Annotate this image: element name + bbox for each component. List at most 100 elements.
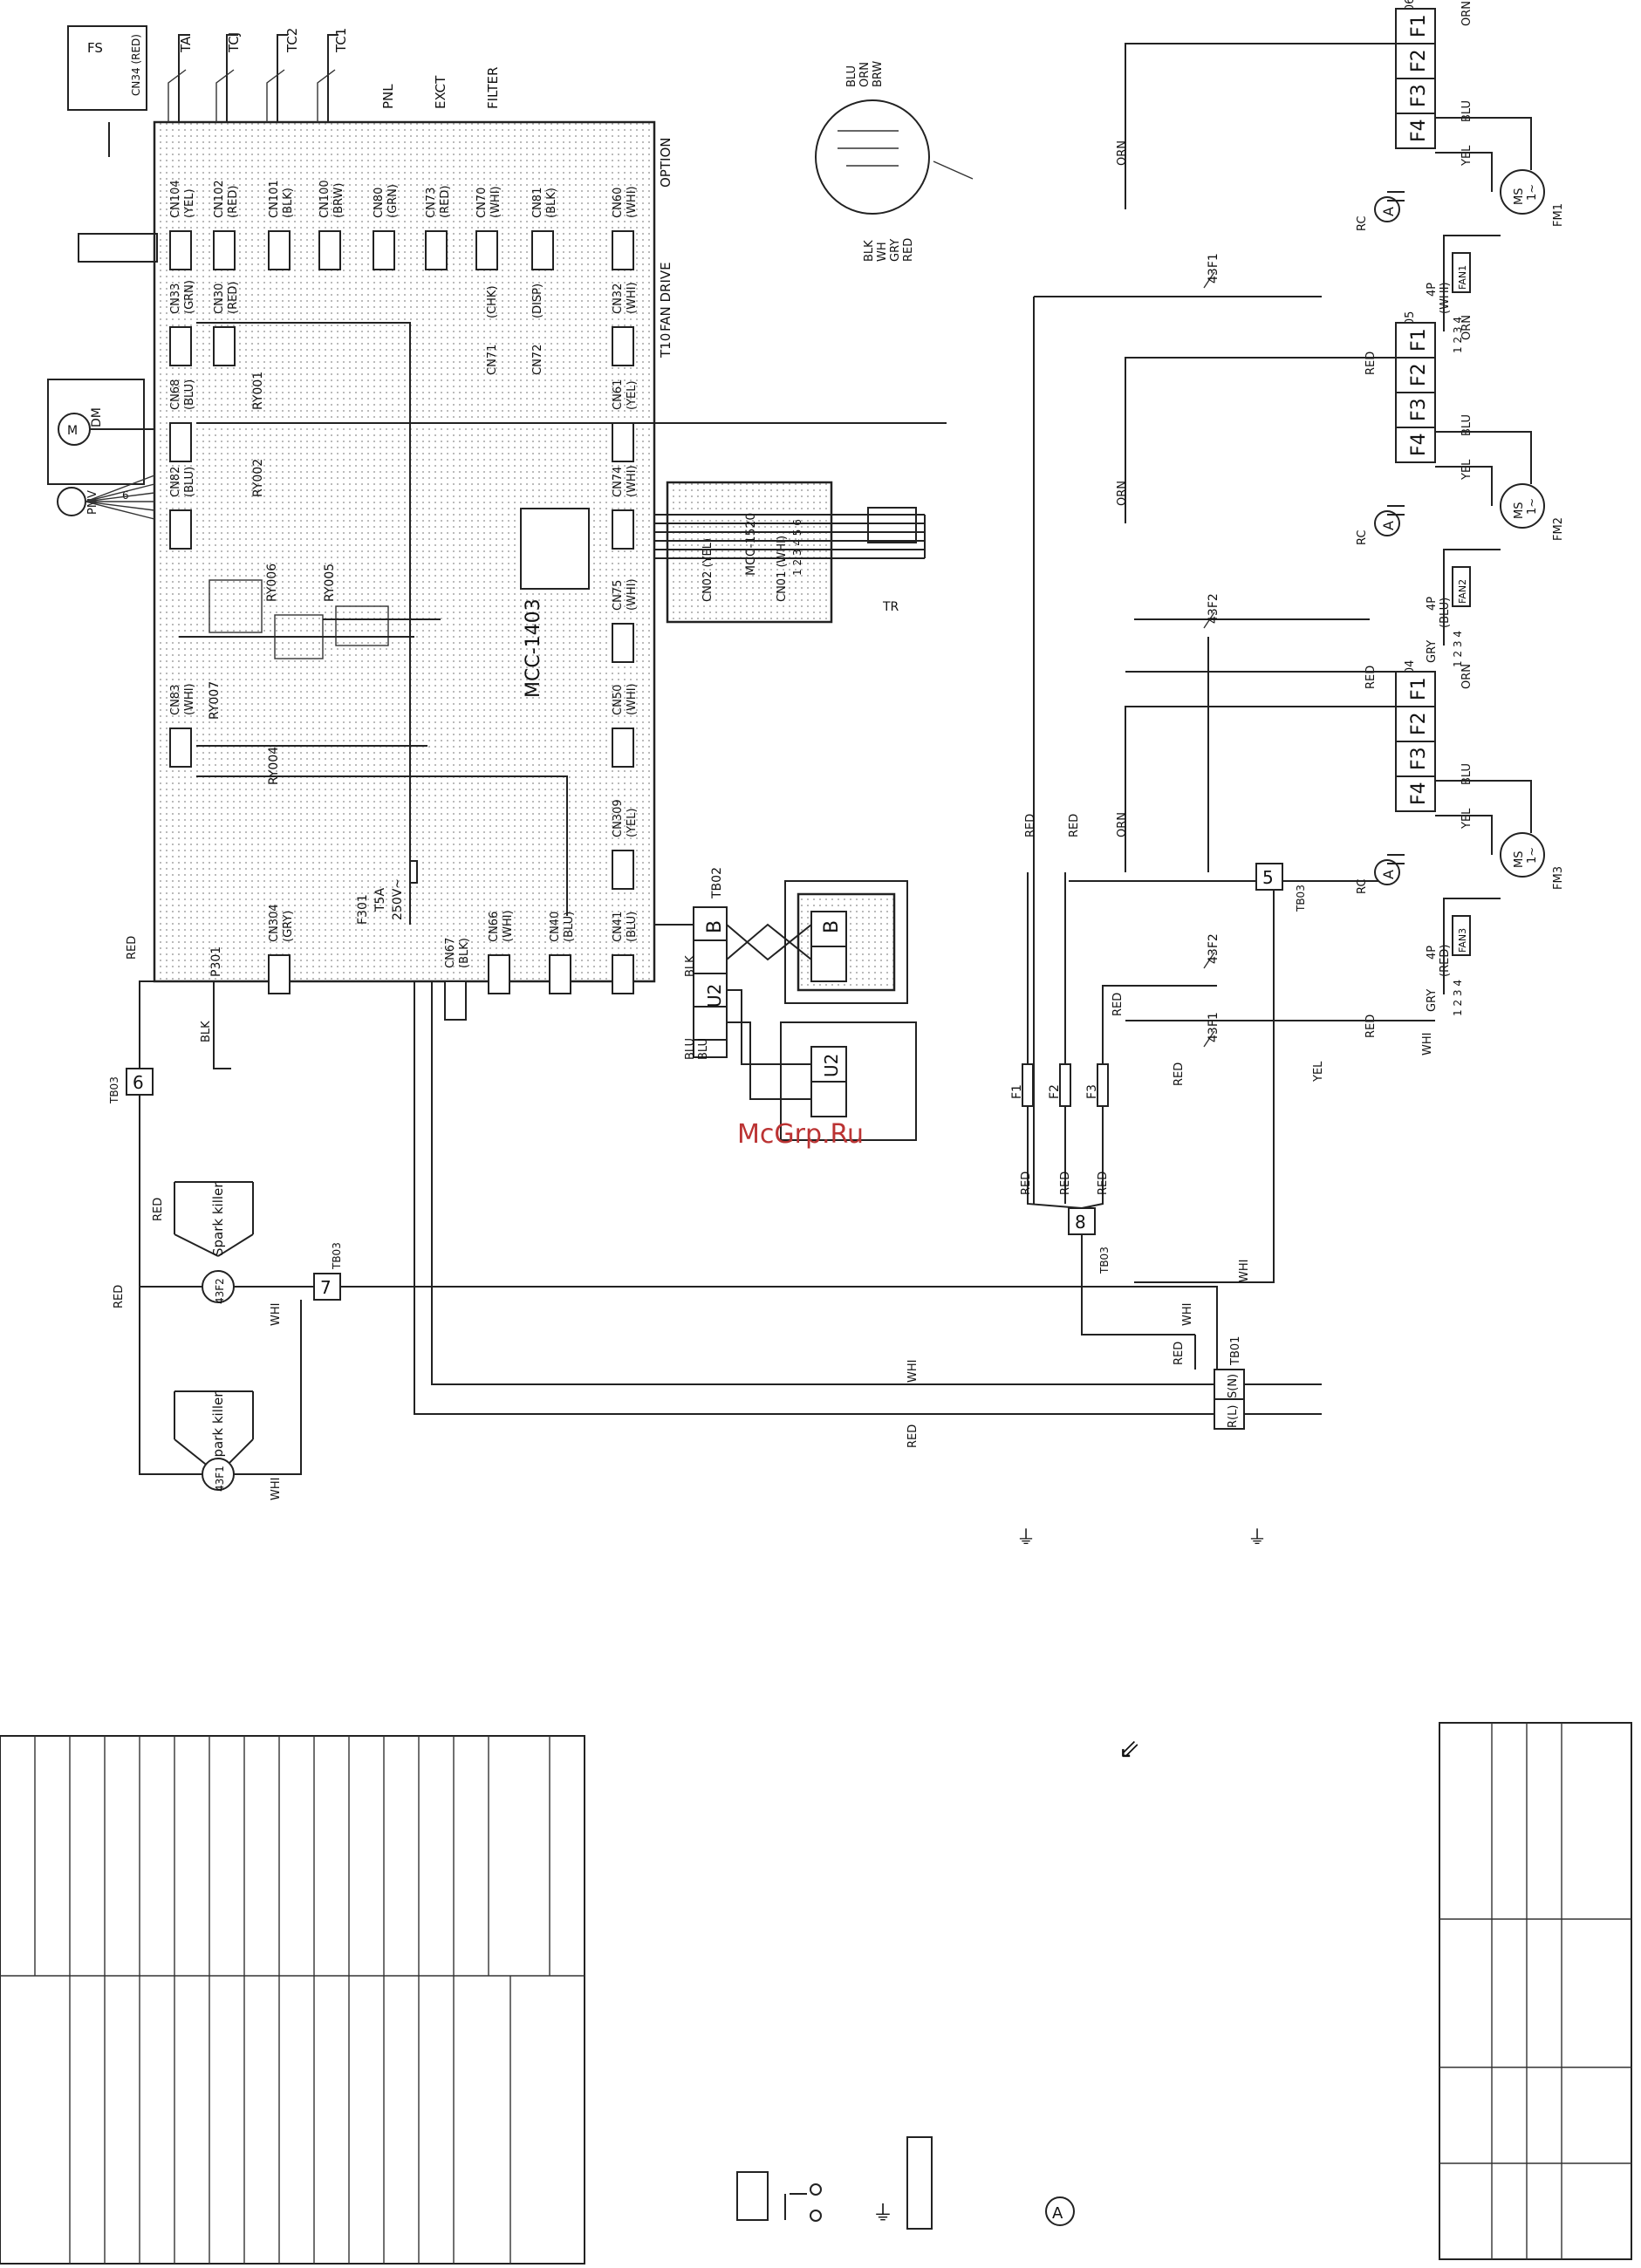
wire-label-red-13: RED bbox=[1059, 1172, 1072, 1195]
connector-cn60-pins bbox=[612, 230, 634, 270]
legend-a-icon: A bbox=[1052, 2204, 1063, 2223]
outdoor-box bbox=[780, 1021, 917, 1141]
relay-ry001: RY001 bbox=[251, 372, 265, 410]
remote-controller: A B bbox=[654, 880, 908, 1004]
connector-cn74: CN74 bbox=[612, 467, 625, 497]
tb03-label-7: TB03 bbox=[331, 1242, 343, 1270]
wire-label-whi-20: WHI bbox=[1181, 1303, 1194, 1326]
fan-term-f2: F2 bbox=[1408, 49, 1430, 72]
connector-cn102-pins bbox=[213, 230, 236, 270]
tb02-label: TB02 bbox=[710, 867, 724, 899]
fan-ms: MS bbox=[1513, 851, 1526, 868]
fan-term-f4: F4 bbox=[1408, 119, 1430, 142]
connector-cn309-pins bbox=[612, 850, 634, 890]
connector-cn61-color: (YEL) bbox=[626, 380, 639, 410]
connector-cn81-color: (BLK) bbox=[545, 188, 558, 218]
tb03-label-8: TB03 bbox=[1098, 1247, 1111, 1274]
connector-cn75-pins bbox=[612, 623, 634, 663]
connector-cn82-pins bbox=[169, 509, 192, 550]
connector-cn66: CN66 bbox=[488, 912, 501, 942]
tb03-label-5: TB03 bbox=[1295, 885, 1307, 912]
pmv-wire-blk: BLK bbox=[863, 240, 876, 262]
float-switch-box bbox=[67, 25, 147, 111]
fan-drive-label: FAN DRIVE bbox=[658, 262, 673, 331]
fan-red: RED bbox=[1364, 352, 1378, 375]
cn71-label: CN71 bbox=[486, 345, 499, 375]
sensor-ta: TA bbox=[178, 36, 194, 53]
connector-cn50-color: (WHI) bbox=[626, 683, 639, 715]
tb02-u2: U2 bbox=[704, 984, 725, 1008]
wire-label-yel-17: YEL bbox=[1312, 1061, 1325, 1083]
connector-cn60: CN60 bbox=[612, 188, 625, 218]
wire-label-red-14: RED bbox=[1097, 1172, 1110, 1195]
fan-term-f2: F2 bbox=[1408, 712, 1430, 735]
fan-pins: 1 2 3 4 bbox=[1452, 317, 1464, 353]
legend-symbols: ⏚ A ⇙ bbox=[736, 1734, 1140, 2230]
pmv-wire-blu: BLU bbox=[845, 65, 858, 87]
wire-label-red-0: RED bbox=[126, 936, 139, 960]
legend-table-left bbox=[0, 1735, 585, 2265]
connector-cn83-pins bbox=[169, 728, 192, 768]
connector-cn82-color: (BLU) bbox=[183, 467, 196, 497]
connector-cn66-pins bbox=[488, 954, 510, 994]
fan-wire-blu: BLU bbox=[1460, 414, 1473, 436]
connector-cn33-pins bbox=[169, 326, 192, 366]
wire-label-red-7: RED bbox=[1024, 814, 1037, 837]
pnl-label: PNL bbox=[380, 84, 396, 109]
connector-cn61-pins bbox=[612, 422, 634, 462]
fan-term-f1: F1 bbox=[1408, 328, 1430, 352]
fan-rc: RC bbox=[1356, 530, 1369, 545]
pcb-fuse: F301 T5A 250V~ P301 bbox=[209, 860, 418, 977]
fan-red: RED bbox=[1364, 666, 1378, 689]
wire-label-red-16: RED bbox=[1173, 1062, 1186, 1086]
fan-unit-fm3: TB04F1F2F3F4ORNYELBLUAMS1~FM3RC4P(RED)FA… bbox=[1125, 660, 1565, 1055]
fan-term-f1: F1 bbox=[1408, 14, 1430, 38]
ground-icon-1: ⏚ bbox=[1016, 1527, 1036, 1549]
fuse-voltage: 250V~ bbox=[391, 878, 405, 920]
fan-a-label: A bbox=[1380, 870, 1397, 879]
remote-b: B bbox=[821, 920, 843, 933]
wire-label-red-15: RED bbox=[1111, 993, 1125, 1016]
connector-cn80: CN80 bbox=[373, 188, 386, 218]
connector-cn104-color: (YEL) bbox=[183, 188, 196, 218]
cn72-disp: (DISP) bbox=[531, 284, 544, 318]
connector-cn104: CN104 bbox=[169, 180, 182, 218]
fan-whi: WHI bbox=[1421, 1033, 1434, 1055]
connector-cn41: CN41 bbox=[612, 912, 625, 942]
spark-killers: Spark killer Spark killer 43F2 43F1 bbox=[139, 980, 1218, 1492]
fan-term-f3: F3 bbox=[1408, 84, 1430, 107]
fan-motor-fm2 bbox=[1500, 483, 1545, 529]
fan-term-f1: F1 bbox=[1408, 677, 1430, 700]
fan-wire-orn: ORN bbox=[1460, 315, 1473, 340]
fan-term-box bbox=[1395, 775, 1436, 812]
spark-killer-1: Spark killer bbox=[210, 1182, 226, 1256]
fan-a-icon bbox=[1374, 510, 1400, 536]
fan-wire-orn: ORN bbox=[1460, 1, 1473, 26]
wire-label-blu-21: BLU bbox=[684, 1038, 697, 1060]
wire-label-red-6: RED bbox=[906, 1424, 920, 1448]
sensor-tc1: TC1 bbox=[333, 28, 349, 53]
pmv-wire-brw: BRW bbox=[872, 61, 885, 87]
connector-cn70-color: (WHI) bbox=[489, 186, 503, 218]
relay-ry006: RY006 bbox=[265, 564, 279, 602]
connector-cn102: CN102 bbox=[213, 180, 226, 218]
wire-label-orn-10: ORN bbox=[1116, 481, 1129, 506]
sub-board-outline bbox=[666, 481, 833, 624]
fan-4p: 4P bbox=[1426, 283, 1439, 297]
outdoor-u2: U2 bbox=[821, 1054, 842, 1077]
connector-cn304-pins bbox=[268, 954, 291, 994]
fan-fanlabel: FAN2 bbox=[1457, 579, 1468, 604]
fuse-rating: T5A bbox=[373, 888, 387, 912]
fs-label: FS bbox=[87, 40, 103, 56]
connector-cn73: CN73 bbox=[425, 188, 438, 218]
wire-label-whi-4: WHI bbox=[270, 1478, 283, 1500]
connector-cn304: CN304 bbox=[268, 904, 281, 942]
connector-cn80-pins bbox=[373, 230, 395, 270]
connector-cn67-color: (BLK) bbox=[458, 938, 471, 968]
wire-label-whi-5: WHI bbox=[906, 1360, 920, 1383]
tb01-n: S(N) bbox=[1227, 1374, 1240, 1398]
connector-cn66-color: (WHI) bbox=[502, 910, 515, 942]
connector-cn32-color: (WHI) bbox=[626, 282, 639, 314]
